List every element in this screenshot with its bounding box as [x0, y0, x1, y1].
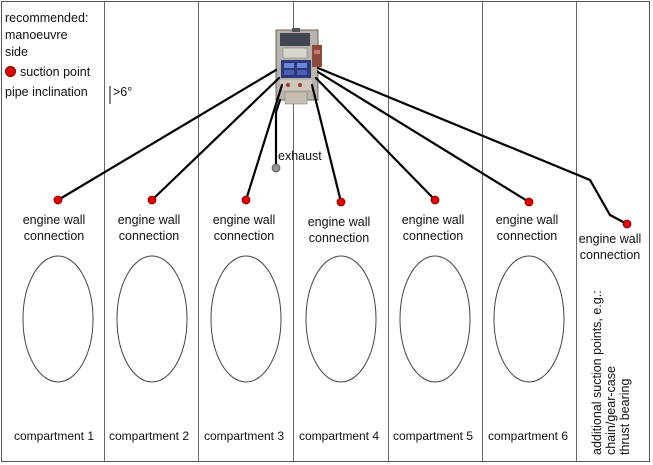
compartment-ellipse-6	[493, 255, 565, 383]
compartment-ellipses	[22, 255, 565, 383]
wall-connection-line1: engine wall	[307, 215, 371, 229]
pipe-compartment-4	[310, 83, 343, 204]
column-dividers	[104, 2, 577, 461]
wall-connection-line1: engine wall	[22, 213, 86, 227]
wall-connection-label-1: engine wall connection	[8, 212, 100, 244]
wall-connection-line1: engine wall	[578, 232, 642, 246]
suction-point-4	[336, 197, 346, 207]
wall-connection-line1: engine wall	[117, 213, 181, 227]
suction-point-1	[53, 195, 63, 205]
compartment-label-1: compartment 1	[13, 429, 95, 443]
suction-point-3	[241, 195, 251, 205]
legend-inclination-value: >6°	[113, 85, 133, 99]
additional-note-line1: additional suction points, e.g.:	[590, 290, 604, 455]
wall-connection-label-additional: engine wall connection	[571, 231, 649, 263]
compartment-label-4: compartment 4	[298, 429, 380, 443]
wall-connection-line1: engine wall	[212, 213, 276, 227]
legend-pipe-inclination: pipe inclination	[5, 85, 88, 99]
wall-connection-label-3: engine wall connection	[198, 212, 290, 244]
pipe-additional	[316, 66, 629, 226]
wall-connection-line2: connection	[308, 231, 370, 245]
compartment-label-2: compartment 2	[108, 429, 190, 443]
exhaust-label: exhaust	[278, 149, 322, 163]
compartment-label-3: compartment 3	[203, 429, 285, 443]
wall-connection-line2: connection	[496, 229, 558, 243]
additional-note-line3: thrust bearing	[618, 378, 632, 455]
compartment-ellipse-4	[305, 255, 377, 383]
compartment-ellipse-5	[399, 255, 471, 383]
compartment-ellipse-3	[210, 255, 282, 383]
legend-suction-point: suction point	[5, 64, 90, 80]
suction-point-6	[524, 197, 534, 207]
separator-device-image	[275, 28, 322, 105]
compartment-ellipse-1	[22, 255, 94, 383]
wall-connection-line1: engine wall	[495, 213, 559, 227]
pipe-exhaust	[274, 98, 282, 167]
compartment-ellipse-2	[116, 255, 188, 383]
wall-connection-label-2: engine wall connection	[103, 212, 195, 244]
compartment-label-5: compartment 5	[392, 429, 474, 443]
suction-pipes	[56, 66, 629, 226]
pipe-compartment-3	[244, 83, 284, 202]
pipe-compartment-5	[314, 76, 437, 202]
wall-connection-label-4: engine wall connection	[293, 214, 385, 246]
exhaust-point	[271, 163, 281, 173]
legend-manoeuvre: manoeuvre	[5, 28, 68, 42]
legend-side: side	[5, 45, 28, 59]
wall-connection-label-6: engine wall connection	[481, 212, 573, 244]
suction-point-additional	[622, 219, 632, 229]
wall-connection-line2: connection	[579, 248, 641, 262]
suction-point-5	[430, 195, 440, 205]
wall-connection-line2: connection	[402, 229, 464, 243]
pipe-compartment-6	[316, 70, 531, 204]
pipe-compartment-2	[150, 76, 281, 202]
additional-suction-note: additional suction points, e.g.: chain/g…	[590, 290, 632, 455]
wall-connection-line2: connection	[23, 229, 85, 243]
wall-connection-line2: connection	[118, 229, 180, 243]
wall-connection-line1: engine wall	[401, 213, 465, 227]
legend-recommended: recommended:	[5, 11, 89, 25]
compartment-label-6: compartment 6	[487, 429, 569, 443]
pipe-compartment-1	[56, 68, 278, 202]
suction-points	[53, 195, 632, 229]
legend-suction-point-label: suction point	[20, 65, 91, 79]
wall-connection-line2: connection	[213, 229, 275, 243]
wall-connection-label-5: engine wall connection	[387, 212, 479, 244]
suction-point-icon	[5, 66, 16, 77]
suction-point-2	[147, 195, 157, 205]
additional-note-line2: chain/gear-case	[604, 366, 618, 455]
